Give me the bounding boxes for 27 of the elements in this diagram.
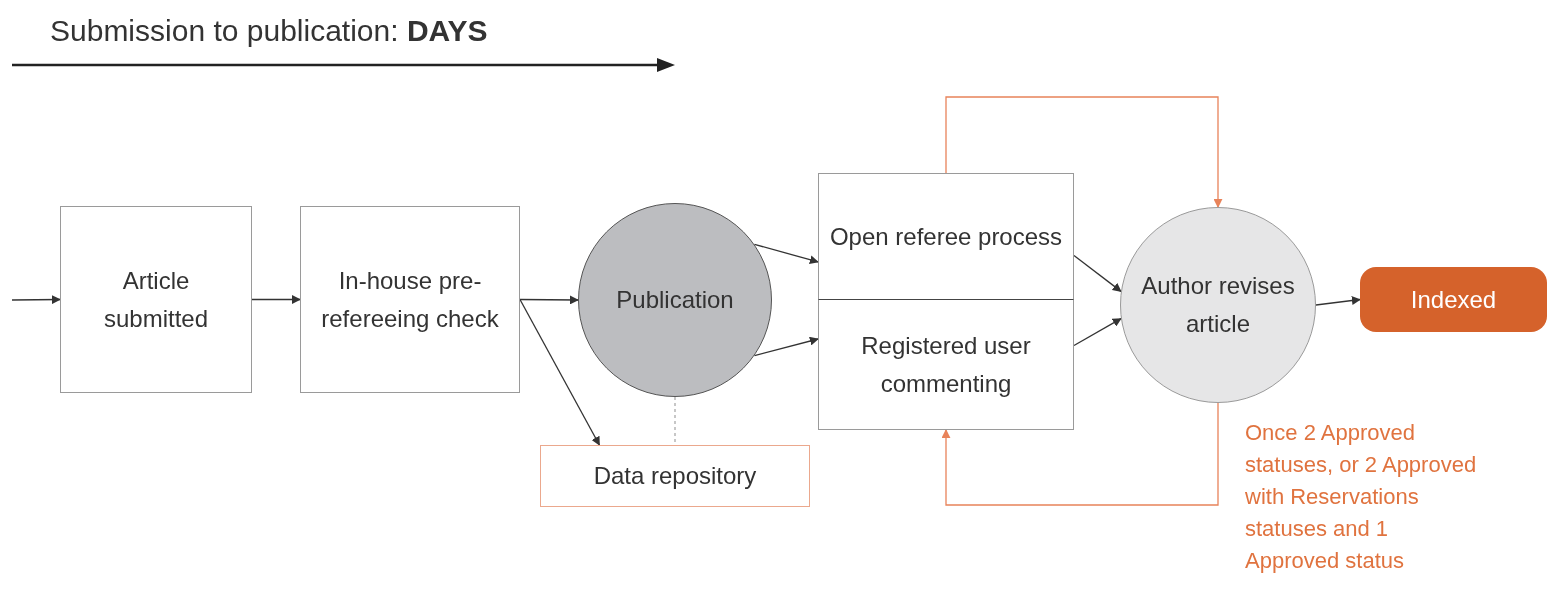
node-label: Publication (616, 285, 734, 315)
node-label: Author revises article (1140, 271, 1296, 339)
arrow (753, 243, 819, 265)
arrow (11, 295, 61, 305)
node-label: Registered user commenting (860, 330, 1032, 399)
arrow (1073, 318, 1122, 347)
node-label: Data repository (593, 461, 757, 491)
arrow (941, 402, 1219, 506)
arrow (945, 96, 1223, 208)
arrow (1315, 296, 1361, 306)
arrow (1073, 254, 1122, 292)
title: Submission to publication: DAYS (50, 13, 488, 49)
node-label: In-house pre-refereeing check (320, 265, 500, 334)
arrow (753, 336, 819, 357)
process-box (60, 206, 252, 393)
arrow (519, 298, 601, 446)
process-box (300, 206, 520, 393)
storage-box (540, 445, 810, 507)
arrow (251, 295, 301, 304)
node-label: Article submitted (102, 265, 210, 334)
node-label: Indexed (1410, 284, 1497, 315)
arrow (519, 295, 579, 305)
process-box (818, 300, 1074, 430)
end-pill (1360, 267, 1547, 332)
node-label: Open referee process (829, 221, 1063, 252)
process-box (818, 173, 1074, 300)
note: Once 2 Approved statuses, or 2 Approved with Reservations statuses and 1 Approved status (1245, 419, 1478, 575)
